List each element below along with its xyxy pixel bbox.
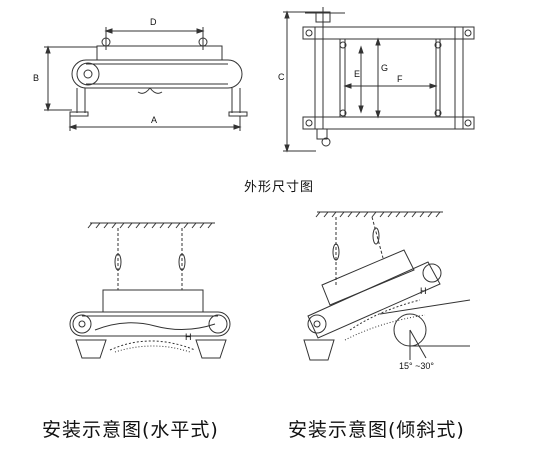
horizontal-installation-drawing: H [69,222,231,359]
dim-label-b: B [33,73,39,83]
dim-label-d: D [150,17,157,27]
dim-label-g: G [381,63,388,73]
dim-label-c: C [278,72,285,82]
inclined-installation-caption: 安装示意图(倾斜式) [288,419,465,441]
dim-label-e: E [354,69,360,79]
svg-text:H: H [420,286,427,296]
dim-label-a: A [151,115,157,125]
svg-text:H: H [185,332,192,342]
outline-dimension-title: 外形尺寸图 [244,180,315,195]
horizontal-installation-caption: 安装示意图(水平式) [42,419,219,441]
top-view-drawing [283,7,475,153]
side-view-drawing [44,27,248,131]
tilt-angle-label: 15° ~30° [399,361,434,371]
inclined-installation-drawing: H [303,211,471,361]
dim-label-f: F [397,74,403,84]
